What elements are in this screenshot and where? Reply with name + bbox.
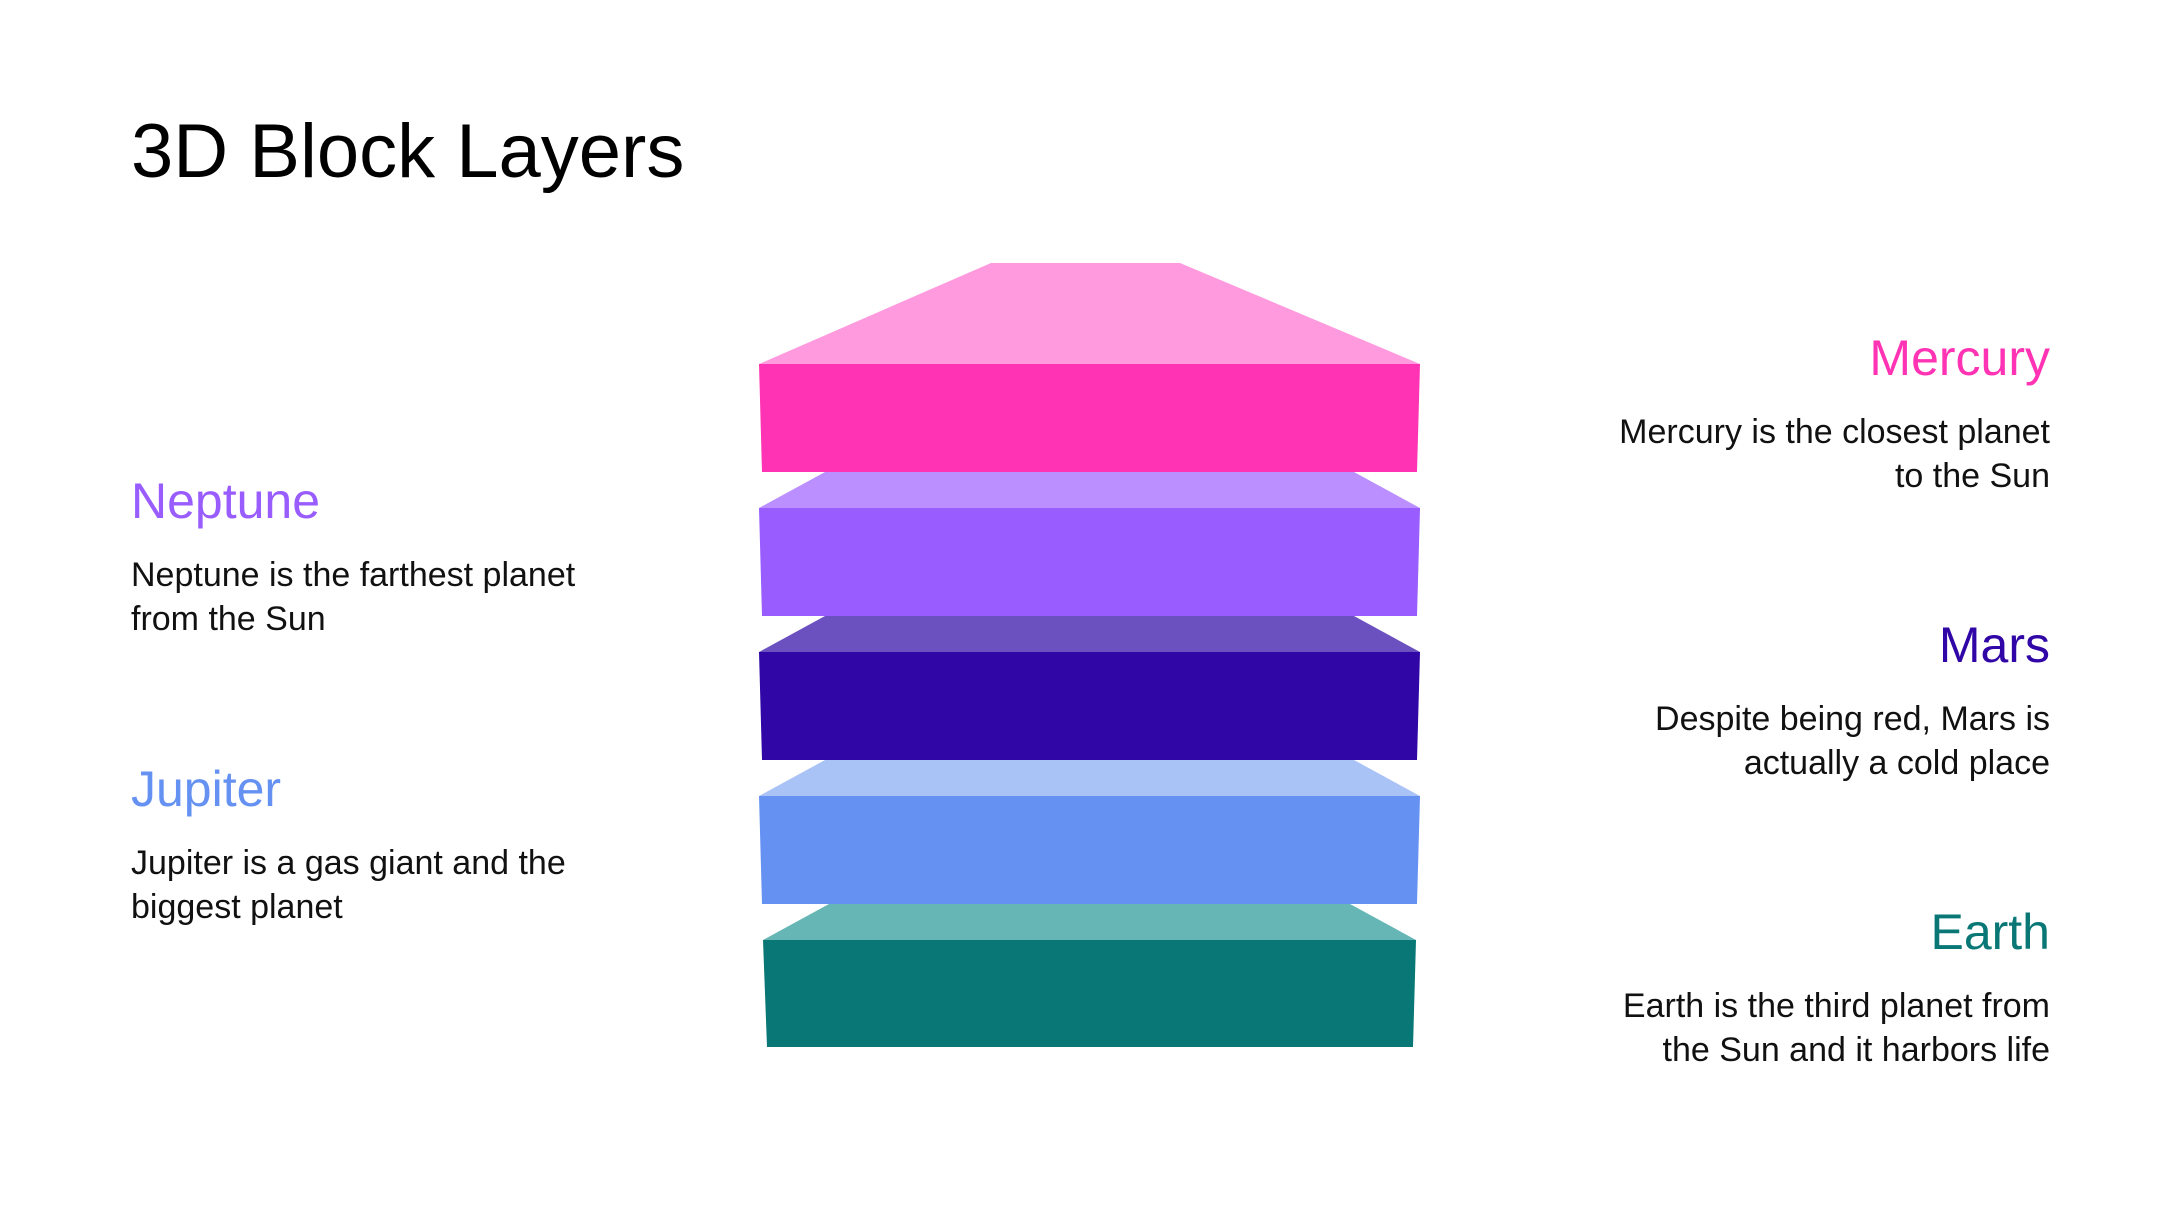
neptune-description-line-1: Neptune is the farthest planet [131,555,576,594]
jupiter-description-line-2: biggest planet [131,887,343,926]
jupiter-layer-top [759,760,1420,796]
earth-description-line-2: the Sun and it harbors life [1662,1030,2050,1069]
jupiter-layer-front [759,796,1420,904]
jupiter-description: Jupiter is a gas giant and the biggest p… [131,841,691,929]
mercury-description: Mercury is the closest planet to the Sun [1490,410,2050,498]
mercury-text-block: Mercury Mercury is the closest planet to… [1490,330,2050,498]
neptune-layer-front [759,508,1420,616]
jupiter-text-block: Jupiter Jupiter is a gas giant and the b… [131,761,691,929]
mercury-description-line-2: to the Sun [1894,456,2050,495]
mars-description-line-2: actually a cold place [1743,743,2050,782]
neptune-description: Neptune is the farthest planet from the … [131,553,691,641]
mars-description: Despite being red, Mars is actually a co… [1490,697,2050,785]
earth-layer-top [763,904,1416,940]
mercury-description-line-1: Mercury is the closest planet [1619,412,2050,451]
earth-description: Earth is the third planet from the Sun a… [1490,984,2050,1072]
jupiter-heading: Jupiter [131,761,282,817]
neptune-layer-top [759,472,1420,508]
mars-layer-front [759,652,1420,760]
earth-description-line-1: Earth is the third planet from [1622,986,2050,1025]
mercury-layer-top [759,263,1420,364]
earth-text-block: Earth Earth is the third planet from the… [1490,904,2050,1072]
earth-heading: Earth [1930,904,2050,960]
mars-text-block: Mars Despite being red, Mars is actually… [1490,617,2050,785]
page-title: 3D Block Layers [131,109,685,194]
mars-layer-top [759,616,1420,652]
jupiter-description-line-1: Jupiter is a gas giant and the [131,843,566,882]
mercury-layer-front [759,364,1420,472]
mars-heading: Mars [1938,617,2050,673]
neptune-heading: Neptune [131,473,321,529]
neptune-text-block: Neptune Neptune is the farthest planet f… [131,473,691,641]
earth-layer-front [763,940,1416,1047]
neptune-description-line-2: from the Sun [131,599,326,638]
mars-description-line-1: Despite being red, Mars is [1655,699,2050,738]
mercury-heading: Mercury [1869,330,2050,386]
